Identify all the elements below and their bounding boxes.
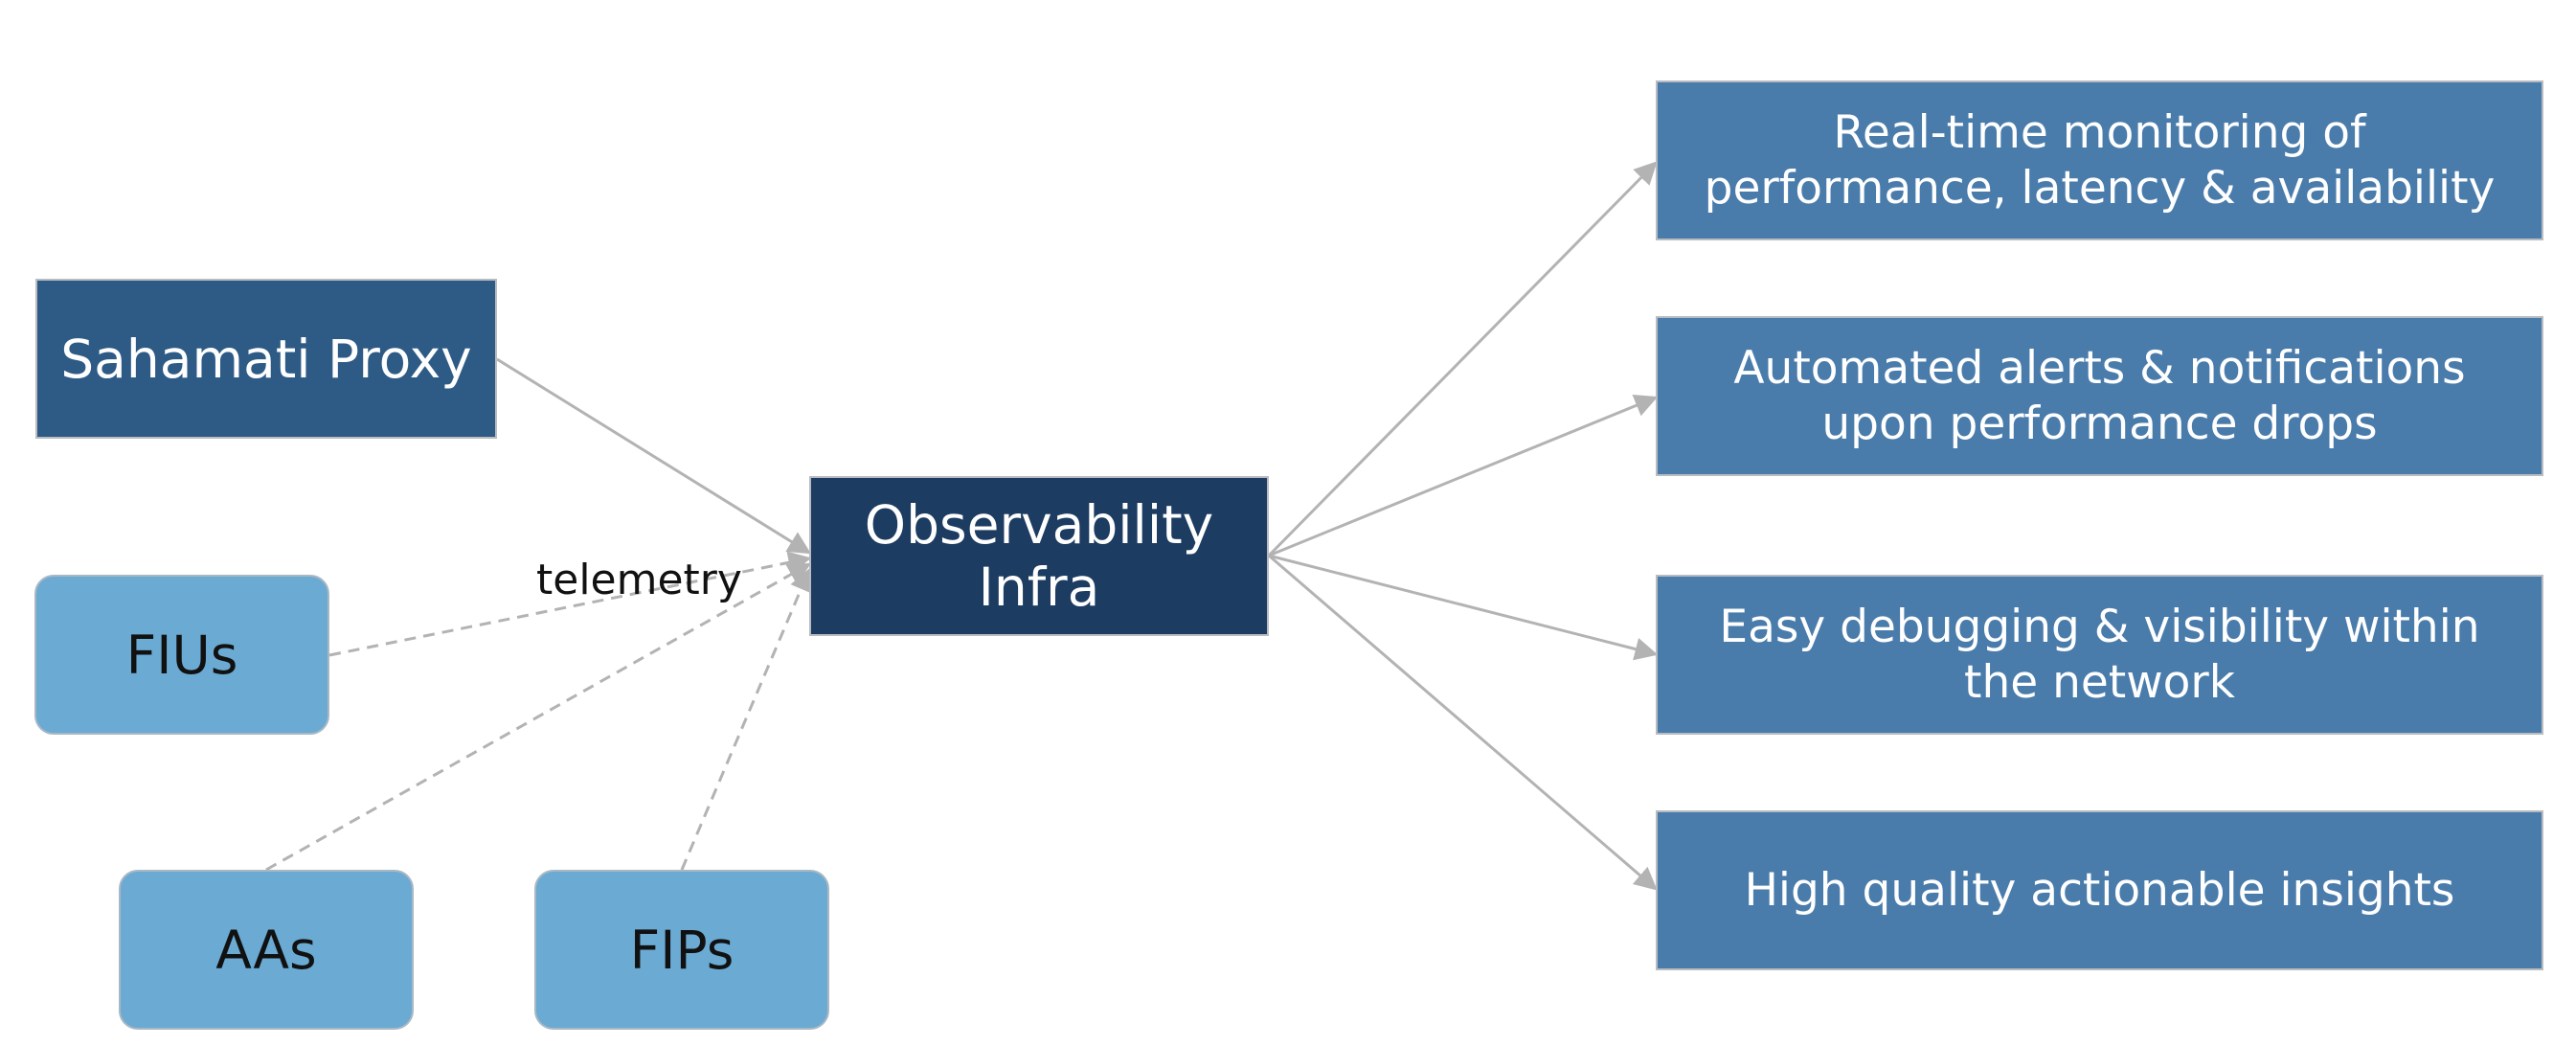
observability-infra-node: Observability Infra	[809, 476, 1269, 636]
fius-label: FIUs	[125, 624, 238, 686]
infra-to-insights-arrow	[1268, 554, 1658, 891]
infra-to-debugging-arrow	[1268, 554, 1659, 661]
aas-node: AAs	[119, 870, 414, 1030]
outcome-monitoring-label: Real-time monitoring of performance, lat…	[1704, 105, 2496, 215]
outcome-debugging-label: Easy debugging & visibility within the n…	[1719, 600, 2480, 709]
fips-node: FIPs	[534, 870, 829, 1030]
outcome-alerts-label: Automated alerts & notifications upon pe…	[1733, 341, 2466, 450]
fips-telemetry-line	[680, 567, 812, 871]
fius-node: FIUs	[34, 575, 329, 735]
fips-label: FIPs	[629, 919, 734, 981]
proxy-to-infra-arrow	[496, 357, 812, 555]
aas-label: AAs	[215, 919, 317, 981]
outcome-insights-label: High quality actionable insights	[1744, 863, 2455, 917]
telemetry-edge-label: telemetry	[536, 556, 742, 604]
outcome-alerts-box: Automated alerts & notifications upon pe…	[1656, 316, 2543, 476]
outcome-insights-box: High quality actionable insights	[1656, 810, 2543, 970]
infra-to-monitoring-arrow	[1267, 161, 1658, 557]
outcome-monitoring-box: Real-time monitoring of performance, lat…	[1656, 80, 2543, 240]
sahamati-proxy-node: Sahamati Proxy	[35, 279, 497, 439]
infra-to-alerts-arrow	[1268, 395, 1659, 557]
outcome-debugging-box: Easy debugging & visibility within the n…	[1656, 575, 2543, 735]
fius-telemetry-line	[328, 551, 812, 657]
aas-telemetry-line	[265, 562, 812, 872]
sahamati-proxy-label: Sahamati Proxy	[60, 328, 472, 390]
observability-infra-label: Observability Infra	[864, 493, 1214, 618]
